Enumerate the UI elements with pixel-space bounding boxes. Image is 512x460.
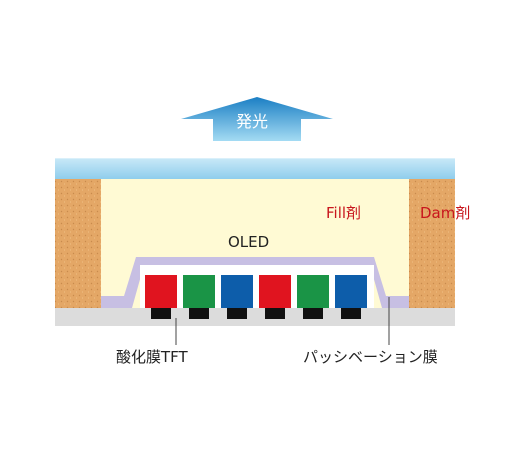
tft-element xyxy=(189,308,209,319)
emission-label: 発光 xyxy=(236,112,269,131)
substrate xyxy=(55,308,455,326)
pixel-green xyxy=(183,275,215,308)
pixel-green xyxy=(297,275,329,308)
tft-element xyxy=(303,308,323,319)
passivation-film xyxy=(101,257,409,308)
tft-element xyxy=(227,308,247,319)
pixel-blue xyxy=(335,275,367,308)
tft-element xyxy=(341,308,361,319)
tft-label: 酸化膜TFT xyxy=(116,348,188,366)
dam-label: Dam剤 xyxy=(420,204,471,222)
tft-element xyxy=(151,308,171,319)
pixel-blue xyxy=(221,275,253,308)
cover-glass xyxy=(55,158,455,179)
pixel-red xyxy=(145,275,177,308)
fill-label: Fill剤 xyxy=(326,204,362,222)
tft-element xyxy=(265,308,285,319)
emission-arrow xyxy=(181,97,333,141)
dam-material-right xyxy=(409,179,455,308)
oled-label: OLED xyxy=(228,233,270,251)
dam-material-left xyxy=(55,179,101,308)
passivation-label: パッシベーション膜 xyxy=(303,348,438,366)
pixel-red xyxy=(259,275,291,308)
